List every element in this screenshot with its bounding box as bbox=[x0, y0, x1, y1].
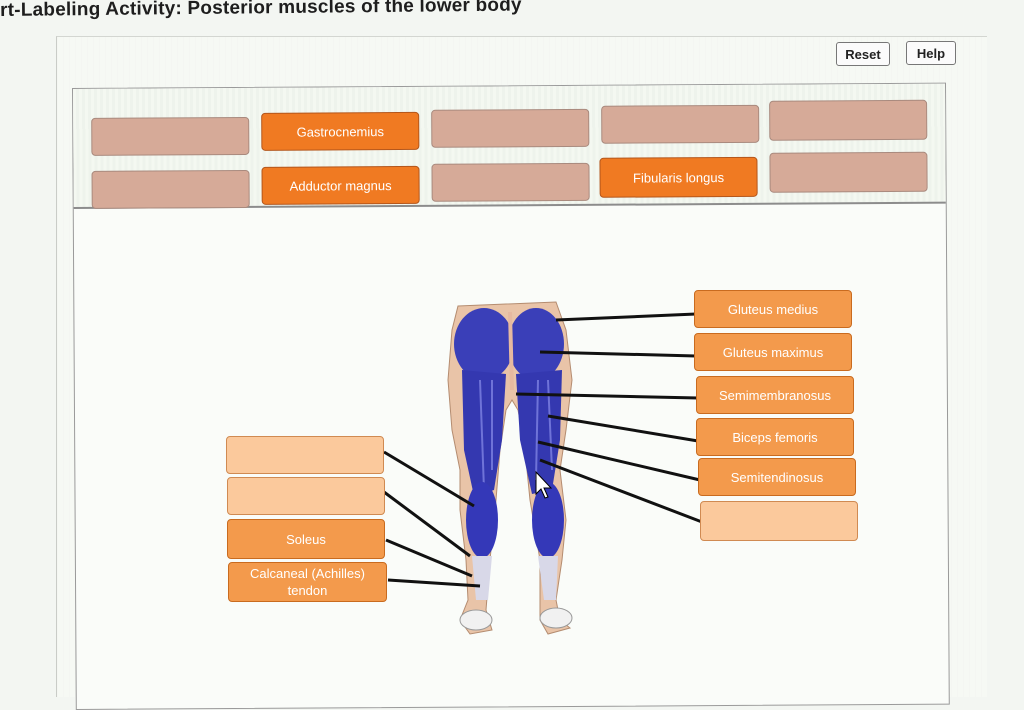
target-label: Gluteus medius bbox=[727, 301, 819, 317]
leader-lines-left bbox=[383, 450, 481, 588]
target-empty[interactable] bbox=[226, 436, 384, 474]
target-label: Biceps femoris bbox=[732, 429, 818, 445]
help-button[interactable]: Help bbox=[906, 41, 956, 65]
target-biceps-femoris[interactable]: Biceps femoris bbox=[696, 418, 854, 456]
target-label: Semitendinosus bbox=[730, 469, 824, 485]
mouse-cursor-icon bbox=[535, 470, 553, 499]
target-label: Soleus bbox=[286, 531, 326, 547]
target-label: Calcaneal (Achilles) tendon bbox=[250, 566, 365, 598]
target-calcaneal-tendon[interactable]: Calcaneal (Achilles) tendon bbox=[228, 562, 387, 602]
target-soleus[interactable]: Soleus bbox=[227, 519, 385, 559]
reset-button[interactable]: Reset bbox=[836, 42, 890, 66]
target-empty[interactable] bbox=[227, 477, 385, 515]
target-label: Gluteus maximus bbox=[722, 344, 824, 360]
target-gluteus-medius[interactable]: Gluteus medius bbox=[694, 290, 852, 328]
target-label: Semimembranosus bbox=[719, 387, 831, 403]
anatomy-figure bbox=[383, 301, 703, 635]
target-semitendinosus[interactable]: Semitendinosus bbox=[698, 458, 856, 496]
target-empty[interactable] bbox=[700, 501, 858, 541]
target-semimembranosus[interactable]: Semimembranosus bbox=[696, 376, 854, 414]
posterior-legs-illustration bbox=[447, 301, 573, 635]
target-gluteus-maximus[interactable]: Gluteus maximus bbox=[694, 333, 852, 371]
leader-lines-right bbox=[515, 312, 703, 524]
